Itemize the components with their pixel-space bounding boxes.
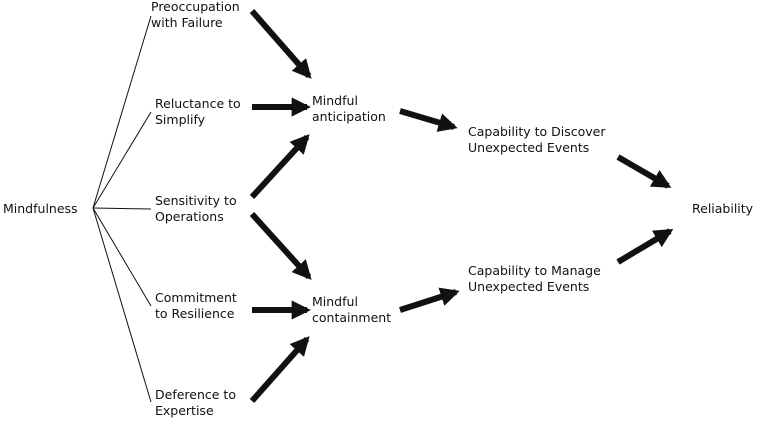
connector-sensitivity: [92, 207, 152, 210]
node-mindful-anticipation: Mindful anticipation: [312, 93, 386, 124]
arrow-discover-to-reliability: [616, 154, 672, 189]
node-mindfulness: Mindfulness: [3, 201, 78, 216]
connector-preoccupation: [92, 15, 152, 209]
arrow-sensitivity-to-containment: [249, 211, 312, 280]
node-capability-to-manage: Capability to Manage Unexpected Events: [468, 263, 601, 294]
node-reluctance-to-simplify: Reluctance to Simplify: [155, 96, 241, 127]
node-mindful-containment: Mindful containment: [312, 294, 392, 325]
node-preoccupation-with-failure: Preoccupation with Failure: [151, 0, 240, 30]
arrows: [249, 9, 674, 403]
node-deference-to-expertise: Deference to Expertise: [155, 387, 236, 418]
arrow-deference-to-containment: [249, 336, 310, 403]
arrow-containment-to-manage: [399, 287, 460, 313]
connector-deference: [92, 207, 152, 403]
node-commitment-to-resilience: Commitment to Resilience: [155, 290, 237, 321]
node-capability-to-discover: Capability to Discover Unexpected Events: [468, 124, 606, 155]
connector-reluctance: [92, 111, 152, 209]
arrow-sensitivity-to-anticipation: [249, 134, 310, 200]
node-sensitivity-to-operations: Sensitivity to Operations: [155, 193, 237, 224]
connector-lines: [92, 15, 152, 403]
arrow-manage-to-reliability: [616, 228, 674, 265]
arrow-preoccupation-to-anticipation: [249, 9, 312, 79]
arrow-anticipation-to-discover: [399, 108, 458, 132]
node-reliability: Reliability: [692, 201, 754, 216]
connector-commitment: [92, 207, 152, 307]
